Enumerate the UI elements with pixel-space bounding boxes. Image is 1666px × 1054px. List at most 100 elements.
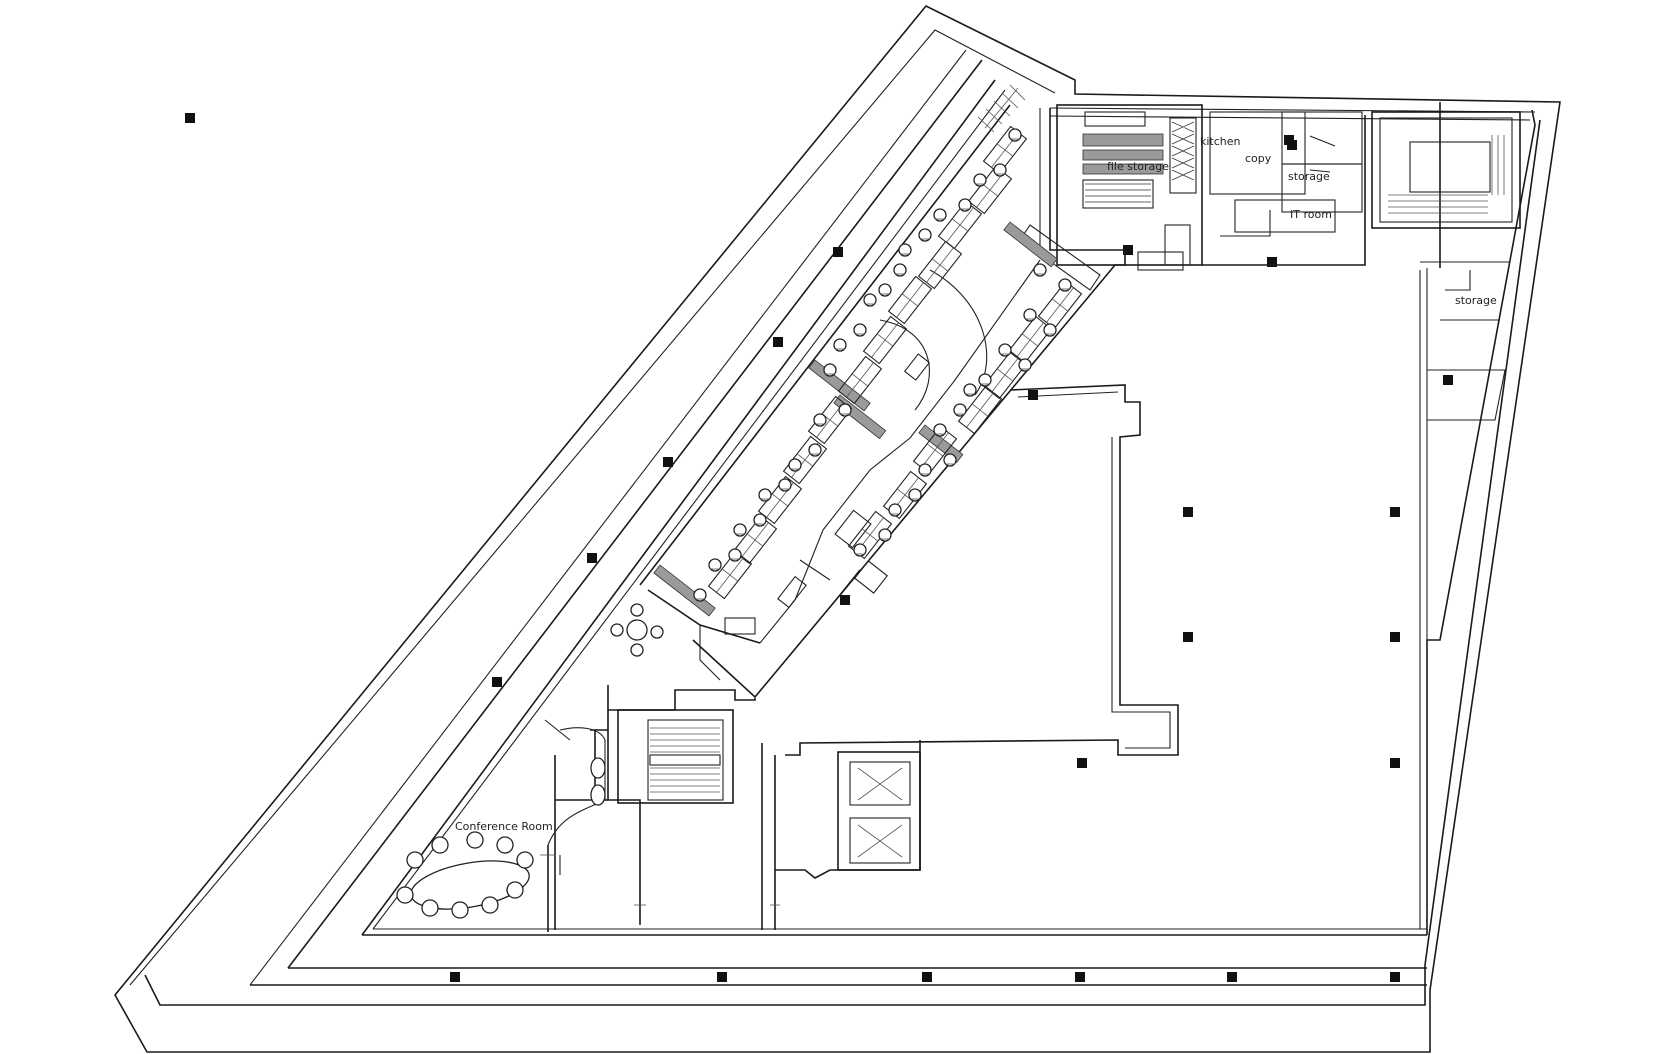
column [185,113,195,123]
office-chair [1043,323,1057,337]
column [1028,390,1038,400]
interior-columns [840,135,1453,768]
column [1390,758,1400,768]
office-chair [993,163,1007,177]
office-chair [853,543,867,557]
conference-chair [451,901,469,919]
conference-chair [481,896,499,914]
column [1227,972,1237,982]
office-chair [708,558,722,572]
workstation [862,315,908,365]
conference-room: Conference Room [396,820,553,932]
column [1390,632,1400,642]
column [922,972,932,982]
stair-core-northeast [1371,111,1521,229]
office-chair [728,548,742,562]
office-chair [1018,358,1032,372]
column [1287,140,1297,150]
office-chair [753,513,767,527]
office-chair [833,338,847,352]
column [1123,245,1133,255]
svg-text:copy: copy [1245,152,1272,165]
column [773,337,783,347]
svg-text:storage: storage [1455,294,1497,307]
interior-walls [540,840,780,906]
conference-chair [406,851,424,869]
conference-chair [396,886,414,904]
diagonal-office-wing [639,104,1126,699]
column [840,595,850,605]
column [450,972,460,982]
office-chair [998,343,1012,357]
workstation [1037,280,1083,330]
column [663,457,673,467]
conference-chair [431,836,449,854]
office-chair [963,383,977,397]
office-chair [933,208,947,222]
column [1390,507,1400,517]
office-chair [853,323,867,337]
office-chair [943,453,957,467]
column [587,553,597,563]
office-chairs [693,128,1072,602]
office-chair [778,478,792,492]
office-chair [918,228,932,242]
column [717,972,727,982]
column [1183,632,1193,642]
office-chair [953,403,967,417]
column [833,247,843,257]
office-chair [978,373,992,387]
workstation [1007,315,1053,365]
office-chair [693,588,707,602]
svg-text:file storage: file storage [1107,160,1169,173]
office-chair [1023,308,1037,322]
conference-chair [516,851,534,869]
svg-text:storage: storage [1288,170,1330,183]
workstation [837,355,883,405]
service-core-north: kitchen file storage copy IT room storag… [1056,104,1497,307]
wing-stairs [977,84,1026,133]
office-chair [733,523,747,537]
office-chair [933,423,947,437]
column [1443,375,1453,385]
workstation [982,350,1028,400]
office-chair [813,413,827,427]
office-chair [898,243,912,257]
office-chair [878,528,892,542]
workstation [782,435,828,485]
office-chair [788,458,802,472]
column [1390,972,1400,982]
workstation [887,275,933,325]
workstation [917,240,963,290]
office-chair [888,503,902,517]
office-chair [918,463,932,477]
conference-chair [466,831,484,849]
column [1077,758,1087,768]
workstation [957,385,1003,435]
conference-chair [506,881,524,899]
office-chair [973,173,987,187]
office-chair [838,403,852,417]
column [1267,257,1277,267]
office-chair [808,443,822,457]
office-chair [1033,263,1047,277]
svg-text:IT room: IT room [1290,208,1332,221]
conference-chair [421,899,439,917]
perimeter-columns [185,113,1400,982]
office-chair [823,363,837,377]
building-outline [114,5,1561,1053]
office-chair [893,263,907,277]
workstation [732,515,778,565]
column [1183,507,1193,517]
office-chair [1008,128,1022,142]
lounge-table [610,603,664,657]
office-chair [1058,278,1072,292]
office-chair [878,283,892,297]
conference-room-label: Conference Room [455,820,553,833]
svg-text:kitchen: kitchen [1200,135,1241,148]
column [1075,972,1085,982]
office-chair [958,198,972,212]
open-floor-area [785,102,1510,756]
column [492,677,502,687]
